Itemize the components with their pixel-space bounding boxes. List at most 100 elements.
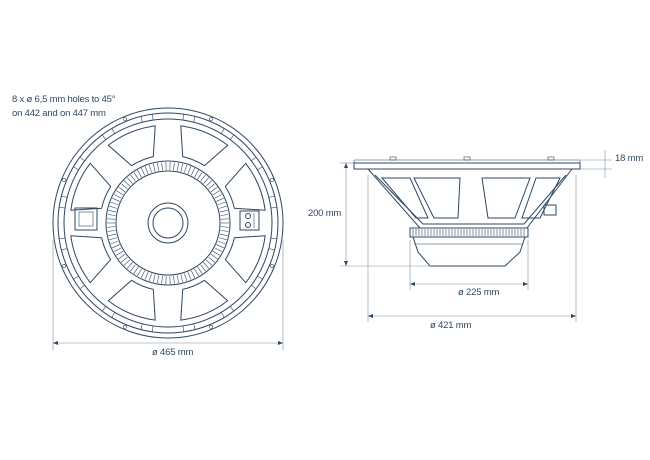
rib [162, 162, 163, 170]
rib [145, 166, 148, 173]
rib [134, 172, 138, 179]
rib [215, 248, 222, 252]
flange-thickness-label: 18 mm [615, 153, 643, 164]
rib [111, 202, 119, 205]
rib [220, 210, 228, 212]
side-magnet-body [413, 237, 525, 266]
rib [107, 219, 115, 220]
rib [213, 191, 220, 195]
basket-window [71, 163, 111, 210]
rib [127, 262, 132, 268]
pole-piece-inner [153, 208, 183, 238]
flange [354, 163, 580, 169]
side-basket-windows [382, 178, 560, 218]
rib [109, 206, 117, 208]
rib [203, 262, 208, 268]
rib [119, 187, 125, 192]
rib [124, 260, 130, 266]
rib [157, 275, 158, 283]
rib [177, 275, 178, 283]
rib [221, 227, 229, 228]
rib [188, 166, 191, 173]
rib [141, 168, 145, 175]
rib [184, 273, 186, 281]
rib [153, 274, 155, 282]
rib [201, 175, 206, 181]
rib [124, 181, 130, 187]
rib [108, 210, 116, 212]
rib [203, 178, 208, 184]
rib [211, 254, 217, 259]
mounting-hole [209, 325, 212, 328]
rib [219, 206, 227, 208]
mounting-hole [123, 117, 126, 120]
rib [216, 198, 223, 201]
left-pad [75, 208, 97, 230]
rib [134, 267, 138, 274]
mounting-hole [62, 264, 65, 267]
rib [112, 198, 119, 201]
rib [174, 276, 175, 284]
magnet-diameter-dimension [410, 240, 528, 290]
rib [130, 265, 135, 271]
basket-ring [64, 119, 272, 327]
rib [198, 267, 202, 274]
rib [114, 248, 121, 252]
rib [184, 165, 186, 173]
basket-window [108, 280, 155, 320]
rib [116, 191, 123, 195]
front-view [53, 108, 283, 350]
rib [191, 271, 195, 278]
rib [174, 162, 175, 170]
rib [195, 269, 199, 276]
mounting-hole [270, 264, 273, 267]
rib [116, 251, 123, 255]
mounting-hole [270, 178, 273, 181]
rib [206, 181, 212, 187]
rib [127, 178, 132, 184]
holes-note-line1: 8 x ø 6,5 mm holes to 45° [12, 94, 115, 105]
rib [149, 165, 151, 173]
rib [130, 175, 135, 181]
rib [209, 184, 215, 189]
left-pad-inner [79, 212, 93, 226]
basket-window [181, 280, 228, 320]
rib [206, 260, 212, 266]
basket-window [225, 236, 265, 283]
rib [138, 269, 142, 276]
rib [181, 164, 183, 172]
rib [162, 276, 163, 284]
rim-mounting-holes [59, 114, 277, 332]
rib [114, 194, 121, 198]
rim-inner-edge [58, 113, 278, 333]
rib [213, 251, 220, 255]
rib [216, 245, 223, 248]
rib [191, 168, 195, 175]
basket-window [108, 126, 155, 166]
rib [108, 234, 116, 236]
rib [138, 170, 142, 177]
rib [215, 194, 222, 198]
rib [121, 184, 127, 189]
rib [209, 257, 215, 262]
basket-diameter-dimension [368, 175, 576, 322]
mounting-hole [62, 178, 65, 181]
basket-windows [71, 126, 265, 320]
basket-diameter-label: ø 421 mm [430, 320, 471, 331]
rib [177, 163, 178, 171]
rib [141, 271, 145, 278]
mounting-hole [123, 325, 126, 328]
rib [181, 274, 183, 282]
front-diameter-label: ø 465 mm [152, 347, 193, 358]
rib [107, 227, 115, 228]
rib [109, 238, 117, 240]
rib [149, 273, 151, 281]
magnet-ribs [107, 162, 229, 284]
depth-label: 200 mm [308, 208, 341, 219]
rib [121, 257, 127, 262]
rib [108, 230, 116, 231]
magnet-inner [116, 171, 220, 275]
rib [221, 219, 229, 220]
flange-thickness-dimension [580, 150, 612, 178]
